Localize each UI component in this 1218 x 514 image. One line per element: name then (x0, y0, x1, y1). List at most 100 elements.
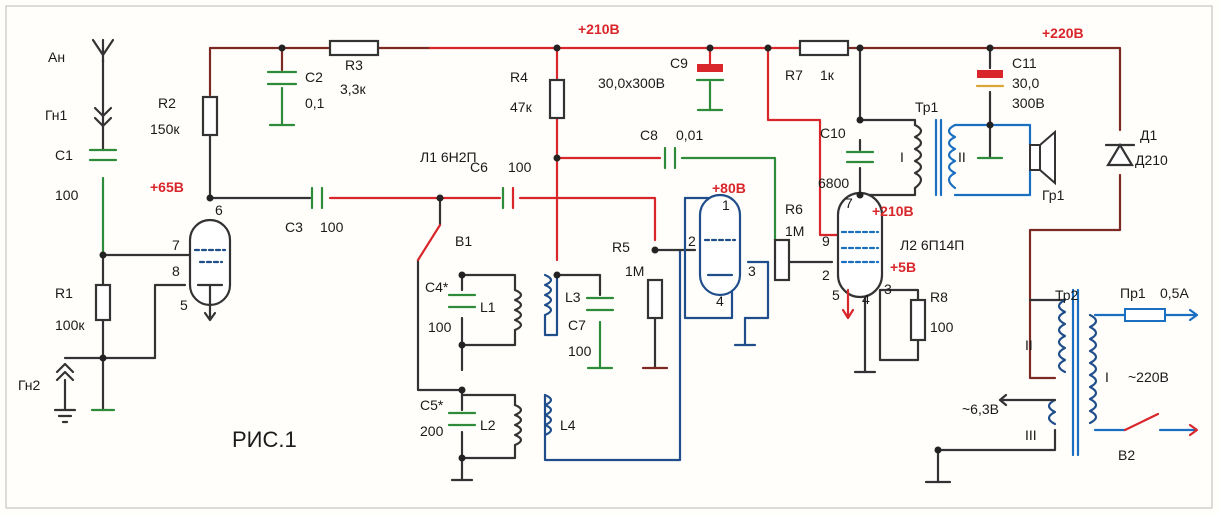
figure-caption: РИС.1 (232, 427, 297, 452)
label-c5-val: 200 (420, 423, 444, 439)
wire-tri-left (683, 196, 734, 320)
wire-l4-loop (543, 248, 682, 462)
label-l1-tube: Л1 6Н2П (420, 149, 477, 165)
wire-tr1-sec-bot (953, 168, 1032, 197)
arrows (203, 288, 1199, 437)
label-pr1-val: 0,5А (1160, 285, 1189, 301)
c3-cap (310, 186, 324, 210)
coil-l3 (543, 273, 559, 337)
r3-body (328, 39, 380, 57)
label-tr1-w2: II (958, 149, 966, 165)
r2-body (201, 95, 219, 137)
transformer-tr1 (913, 118, 957, 197)
label-r2: R2 (158, 95, 176, 111)
tube-l1a (188, 218, 232, 312)
label-gr1: Гр1 (1042, 187, 1065, 203)
diode-d1 (1104, 142, 1136, 167)
label-c7-val: 100 (568, 343, 592, 359)
label-c2: С2 (305, 69, 323, 85)
wire-top-left (208, 46, 332, 97)
label-r1: R1 (55, 285, 73, 301)
label-c1: С1 (55, 147, 73, 163)
c2-cap (266, 70, 298, 86)
label-r7: R7 (785, 67, 803, 83)
label-tr2-w3: III (1025, 427, 1037, 443)
wire-l2-top (460, 393, 517, 407)
r1-body (94, 283, 112, 322)
tube-l2 (836, 191, 884, 299)
label-tr1: Тр1 (915, 99, 939, 115)
label-tr1-w1: I (900, 149, 904, 165)
label-gn2: Гн2 (18, 377, 41, 393)
frame (5, 5, 1213, 509)
wire-l1-bot (460, 328, 517, 347)
label-d1-val: Д210 (1135, 152, 1168, 168)
label-r3-val: 3,3к (340, 81, 366, 97)
label-b2: В2 (1118, 447, 1135, 463)
label-tr2-w2: II (1025, 337, 1033, 353)
label-l2-tube: Л2 6П14П (900, 237, 964, 253)
label-r4-val: 47к (510, 99, 533, 115)
label-c3: С3 (285, 219, 303, 235)
label-gn1: Гн1 (45, 107, 68, 123)
label-c10: С10 (820, 125, 846, 141)
pin-l1b-1: 1 (722, 197, 730, 213)
c8-cap (663, 146, 677, 170)
label-c2-val: 0,1 (305, 95, 325, 111)
r5-body (646, 278, 664, 320)
pin-l2-2: 2 (822, 267, 830, 283)
label-c1-val: 100 (55, 187, 79, 203)
pin-l2-9: 9 (822, 233, 830, 249)
c5-cap (447, 411, 477, 427)
label-c7: С7 (568, 317, 586, 333)
ground-symbols (90, 108, 1004, 484)
wire-diode-tr2 (1028, 173, 1122, 380)
label-tr2-w1: I (1105, 369, 1109, 385)
labels: +210В +220В +65В +80В +210В +5В Ан Гн1 С… (18, 21, 1189, 463)
label-c5: С5* (420, 397, 444, 413)
c10-cap (845, 150, 875, 164)
label-tr2-w1-val: ~220В (1128, 369, 1169, 385)
label-c11-val: 30,0 (1012, 75, 1039, 91)
pin-l2-5: 5 (832, 287, 840, 303)
label-v210-l2: +210В (872, 203, 914, 219)
label-c9-val: 30,0х300В (598, 75, 665, 91)
r4-body (548, 78, 566, 120)
tube-l1b (698, 193, 742, 297)
label-v5: +5В (890, 259, 916, 275)
label-c4: С4* (425, 279, 449, 295)
label-r3: R3 (345, 57, 363, 73)
wire-tri-r6 (743, 260, 770, 320)
label-coil-l1: L1 (480, 299, 496, 315)
pin-l1b-3: 3 (748, 263, 756, 279)
wire-l2-bot (460, 443, 517, 460)
label-r8: R8 (930, 289, 948, 305)
label-r8-val: 100 (930, 319, 954, 335)
label-tr2-w3-val: ~6,3В (962, 401, 999, 417)
label-r5: R5 (612, 239, 630, 255)
label-c4-val: 100 (428, 319, 452, 335)
fuse-pr1 (1124, 308, 1166, 322)
r7-body (798, 39, 850, 57)
label-coil-l4: L4 (560, 417, 576, 433)
label-r6: R6 (785, 201, 803, 217)
label-coil-l3: L3 (565, 289, 581, 305)
c9-cap (695, 64, 725, 82)
label-c10-val: 6800 (818, 175, 849, 191)
label-d1: Д1 (1140, 127, 1157, 143)
label-r1-val: 100к (55, 317, 85, 333)
label-r2-val: 150к (150, 121, 180, 137)
pin-l1-7: 7 (172, 237, 180, 253)
label-v220: +220В (1042, 25, 1084, 41)
wire-b1-down (416, 258, 464, 392)
label-b1: В1 (455, 233, 472, 249)
switch-b1 (416, 223, 442, 262)
label-c8: С8 (640, 127, 658, 143)
wire-c7-top (555, 273, 602, 297)
label-c6: С6 (470, 159, 488, 175)
wire-tr1-prim-bot (858, 186, 917, 197)
gn2-jack (53, 362, 77, 424)
c11-cap (975, 70, 1005, 88)
